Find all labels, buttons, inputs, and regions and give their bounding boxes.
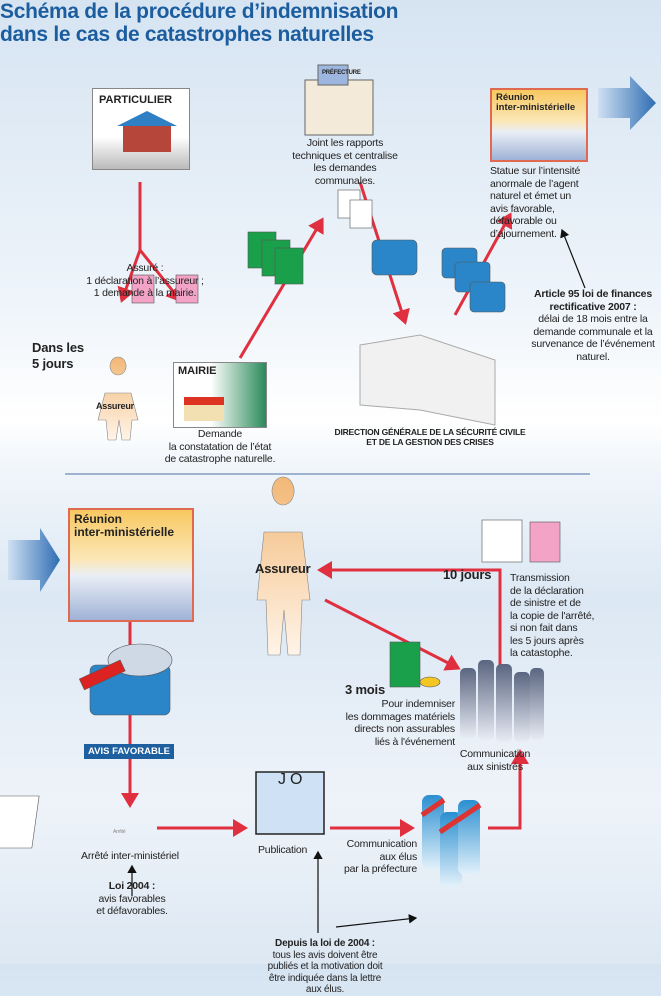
text-line: Depuis la loi de 2004 : bbox=[275, 938, 375, 949]
text-line: les dommages matériels bbox=[345, 710, 456, 723]
text-line: de catastrophe naturelle. bbox=[164, 453, 276, 465]
text-line: 5 jours bbox=[32, 356, 74, 371]
title-line: Schéma de la procédure d’indemnisation bbox=[0, 0, 399, 23]
text-line: par la préfecture bbox=[343, 863, 417, 875]
roof-icon bbox=[117, 111, 177, 126]
text-line: 1 demande à la mairie. bbox=[93, 287, 197, 299]
text-line: les demandes communales. bbox=[313, 162, 377, 187]
text-line: d’ajournement. bbox=[490, 227, 557, 240]
text-line: inter-ministérielle bbox=[74, 525, 175, 539]
publication-label: Publication bbox=[258, 844, 308, 856]
text-line: survenance de l’événement bbox=[531, 338, 655, 350]
text-line: Communication bbox=[346, 838, 418, 850]
text-line: directs non assurables bbox=[354, 723, 455, 735]
text-line: Communication bbox=[459, 748, 531, 760]
assureur-figure bbox=[97, 356, 139, 441]
arrete-label: Arrêté inter-ministériel bbox=[81, 850, 179, 862]
text-line: de la déclaration bbox=[510, 584, 584, 597]
assureur-big-figure bbox=[256, 476, 311, 656]
text-line: être indiquée dans la lettre bbox=[268, 972, 382, 984]
mairie-box: MAIRIE bbox=[173, 362, 267, 428]
text-line: la constatation de l’état bbox=[168, 440, 272, 453]
text-line: et défavorables. bbox=[96, 905, 168, 917]
assureur-label: Assureur bbox=[96, 401, 134, 411]
text-line: publiés et la motivation doit bbox=[267, 961, 383, 972]
text-line: Transmission bbox=[510, 572, 570, 584]
diagram-connectors bbox=[0, 64, 656, 933]
text-line: inter-ministérielle bbox=[496, 102, 576, 113]
text-line: si non fait dans bbox=[510, 622, 578, 634]
particulier-label: PARTICULIER bbox=[99, 94, 173, 106]
prefecture-label: PRÉFECTURE bbox=[322, 70, 361, 76]
text-line: Statue sur l’intensité bbox=[490, 165, 581, 177]
text-line: la copie de l'arrêté, bbox=[510, 609, 595, 622]
text-line: tous les avis doivent être bbox=[272, 949, 378, 961]
text-line: techniques et centralise bbox=[292, 149, 398, 162]
mairie-label: MAIRIE bbox=[178, 365, 217, 377]
text-line: les 5 jours après bbox=[510, 634, 584, 647]
text-line: Article 95 loi de finances bbox=[534, 288, 652, 300]
dgsc-building bbox=[359, 334, 496, 426]
page-title: Schéma de la procédure d’indemnisation d… bbox=[0, 0, 661, 46]
text-line: naturel. bbox=[576, 350, 610, 363]
text-line: délai de 18 mois entre la bbox=[538, 313, 648, 325]
text-line: Réunion bbox=[74, 512, 122, 526]
text-line: naturel et émet un bbox=[490, 190, 572, 202]
text-line: Pour indemniser bbox=[381, 698, 456, 710]
elus-group bbox=[420, 795, 482, 887]
text-line: anormale de l’agent bbox=[490, 177, 579, 190]
text-line: avis favorable, bbox=[490, 202, 555, 215]
text-line: Dans les bbox=[32, 340, 84, 355]
text-line: aux sinistrés bbox=[467, 760, 523, 773]
text-line: défavorable ou bbox=[490, 215, 557, 227]
house-icon bbox=[123, 124, 171, 152]
text-line: avis favorables bbox=[98, 892, 166, 905]
arrete-doc-label: Arrêté bbox=[113, 829, 126, 835]
text-line: la catastophe. bbox=[510, 647, 573, 659]
town-hall-icon bbox=[184, 397, 224, 421]
black-arrows bbox=[127, 228, 586, 933]
text-line: DIRECTION GÉNÉRALE DE LA SÉCURITÉ CIVILE bbox=[334, 427, 526, 437]
text-line: aux élus bbox=[379, 850, 417, 863]
delai-3-mois: 3 mois bbox=[345, 682, 385, 697]
text-line: aux élus. bbox=[305, 984, 345, 995]
dgsc-label: DIRECTION GÉNÉRALE DE LA SÉCURITÉ CIVILE… bbox=[330, 427, 530, 447]
text-line: demande communale et la bbox=[533, 325, 653, 338]
depuis-loi-2004: Depuis la loi de 2004 :tous les avis doi… bbox=[250, 938, 400, 996]
text-line: liés à l'événement bbox=[374, 735, 455, 748]
big-arrow-right bbox=[598, 76, 656, 130]
assure-text: Assuré :1 déclaration à l’assureur ;1 de… bbox=[75, 262, 215, 300]
text-line: de sinistre et de bbox=[510, 597, 581, 609]
text-line: Demande bbox=[197, 428, 243, 440]
particulier-box: PARTICULIER bbox=[92, 88, 190, 170]
jo-label: JO bbox=[278, 771, 307, 788]
avis-favorable-badge: AVIS FAVORABLE bbox=[84, 744, 174, 759]
text-line: 1 déclaration à l’assureur ; bbox=[86, 274, 204, 287]
sinistres-group bbox=[460, 660, 544, 742]
text-line: Loi 2004 : bbox=[108, 880, 156, 892]
title-line: dans le cas de catastrophes naturelles bbox=[0, 23, 374, 46]
text-line: rectificative 2007 : bbox=[549, 300, 637, 313]
text-line: Joint les rapports bbox=[306, 137, 384, 149]
prefecture-building bbox=[304, 64, 374, 136]
big-arrow-in bbox=[8, 528, 60, 592]
text-line: ET DE LA GESTION DES CRISES bbox=[366, 437, 494, 447]
delai-10-jours: 10 jours bbox=[443, 567, 492, 582]
documents bbox=[0, 189, 561, 849]
assureur-big-label: Assureur bbox=[255, 561, 311, 576]
text-line: Assuré : bbox=[126, 262, 164, 274]
text-line: Réunion bbox=[496, 92, 534, 103]
